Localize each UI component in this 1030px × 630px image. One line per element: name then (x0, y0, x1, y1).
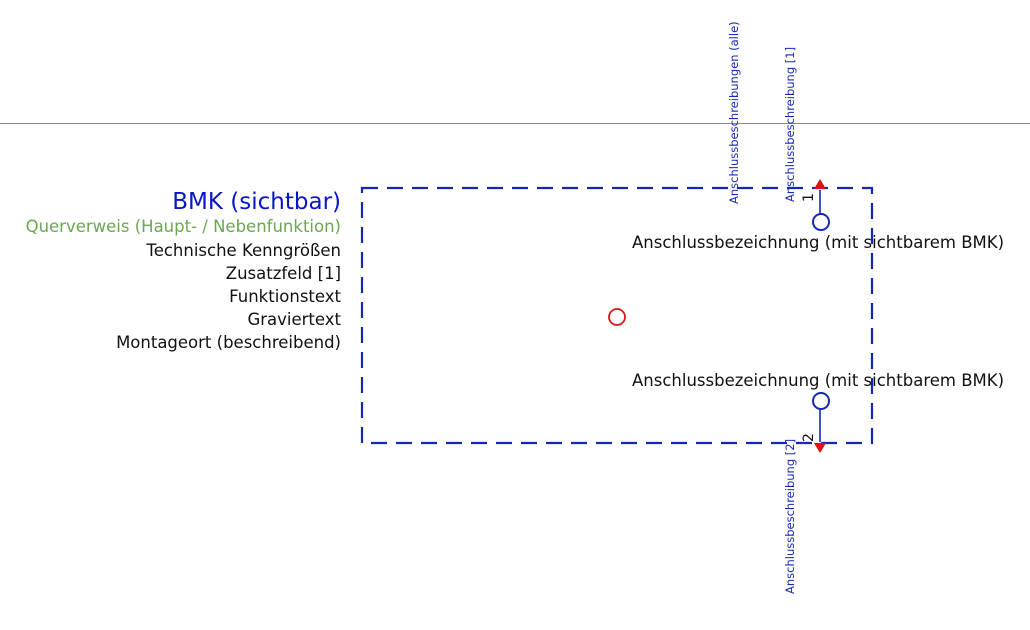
engraving-text-label[interactable]: Graviertext (247, 310, 341, 329)
function-text-label[interactable]: Funktionstext (229, 287, 341, 306)
connection-2-arrow (814, 443, 826, 453)
connection-1-designation[interactable]: Anschlussbezeichnung (mit sichtbarem BMK… (632, 233, 1005, 252)
connection-2-designation[interactable]: Anschlussbezeichnung (mit sichtbarem BMK… (632, 371, 1005, 390)
technical-params-label[interactable]: Technische Kenngrößen (146, 241, 341, 260)
device-frame (360, 186, 874, 445)
supplementary-field-label[interactable]: Zusatzfeld [1] (225, 264, 341, 283)
connection-descriptions-all-label[interactable]: Anschlussbeschreibungen (alle) (727, 21, 741, 204)
insertion-point-marker (608, 308, 626, 326)
connection-2-number[interactable]: 2 (801, 433, 817, 442)
connection-1-description-label[interactable]: Anschlussbeschreibung [1] (783, 46, 797, 202)
cross-reference-label[interactable]: Querverweis (Haupt- / Nebenfunktion) (25, 217, 341, 236)
connection-2-circle (812, 392, 830, 410)
connection-point-2[interactable] (812, 392, 830, 453)
connection-1-number[interactable]: 1 (801, 193, 817, 202)
connection-2-description-label[interactable]: Anschlussbeschreibung [2] (783, 438, 797, 594)
connection-1-circle (812, 213, 830, 231)
bmk-label[interactable]: BMK (sichtbar) (172, 189, 341, 215)
connection-1-arrow (814, 179, 826, 189)
mounting-location-label[interactable]: Montageort (beschreibend) (116, 333, 341, 352)
connection-point-1[interactable] (812, 179, 830, 231)
